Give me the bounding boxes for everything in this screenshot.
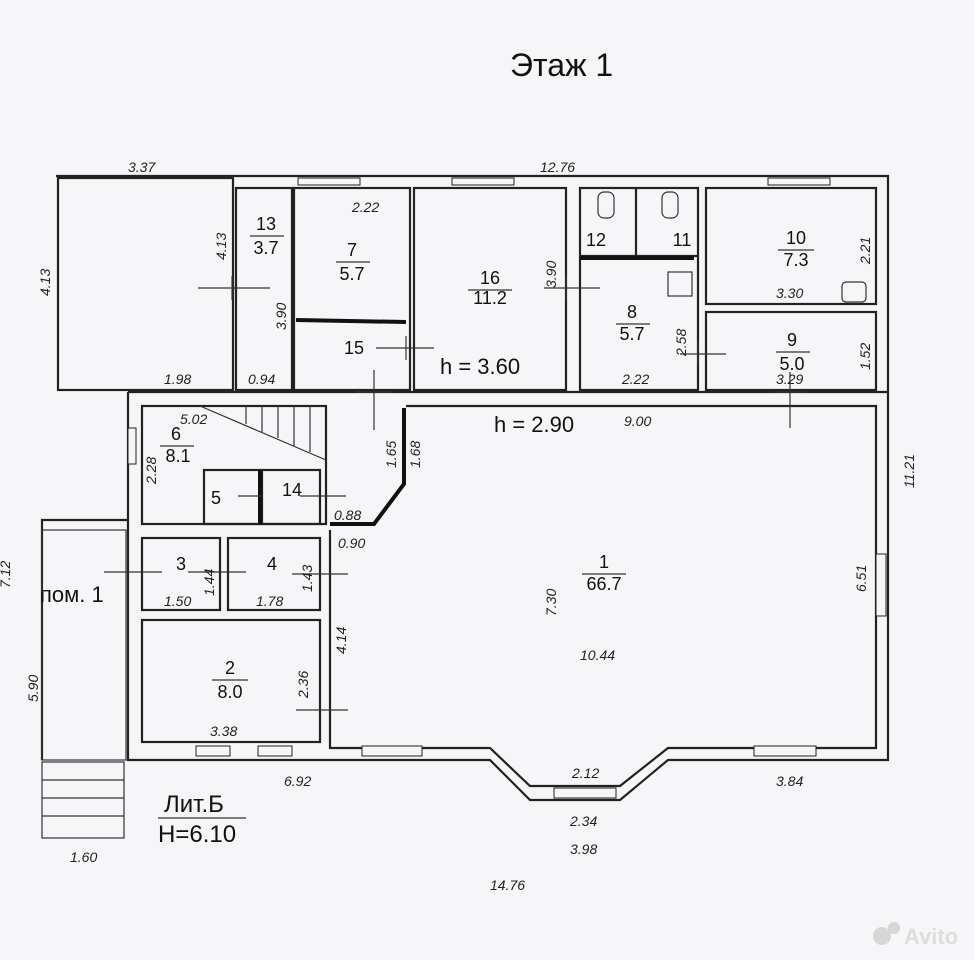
dimension-labels: 3.37 12.76 4.13 4.13 2.22 3.90 3.90 2.21… [0, 159, 917, 893]
room-15-number: 15 [344, 338, 364, 358]
avito-watermark: Avito [873, 922, 958, 949]
dimension-label: 1.60 [70, 849, 97, 865]
room-11-number: 11 [673, 230, 692, 250]
dimension-label: 3.90 [273, 303, 289, 330]
room-4-number: 4 [267, 554, 277, 574]
room-16-number: 16 [480, 268, 500, 288]
dimension-label: 3.38 [210, 723, 237, 739]
dimension-label: 0.94 [248, 371, 275, 387]
dimension-label: 11.21 [901, 454, 917, 488]
dimension-label: 6.92 [284, 773, 311, 789]
outside-stairs [41, 761, 125, 839]
inner-stairs [199, 405, 327, 461]
sink-icon [667, 271, 867, 303]
room-6-area: 8.1 [165, 446, 190, 466]
walls [40, 174, 890, 839]
height-upper: h = 3.60 [440, 354, 520, 379]
room-9-number: 9 [787, 330, 797, 350]
dimension-label: 1.43 [299, 565, 315, 592]
dimension-label: 2.58 [673, 329, 689, 357]
dimension-label: 4.13 [37, 269, 53, 296]
room-1-number: 1 [599, 552, 609, 572]
room-16-area: 11.2 [473, 288, 507, 308]
dimension-label: 7.12 [0, 561, 13, 588]
plan-title: Этаж 1 [510, 47, 613, 83]
dimension-label: 2.28 [143, 457, 159, 485]
dimension-label: 3.30 [776, 285, 803, 301]
room-2-number: 2 [225, 658, 235, 678]
dimension-label: 0.90 [338, 535, 365, 551]
dimension-label: 3.84 [776, 773, 803, 789]
dimension-label: 2.22 [351, 199, 379, 215]
dimension-label: 3.98 [570, 841, 597, 857]
room-13-area: 3.7 [253, 238, 278, 258]
building-lit: Лит.Б [164, 791, 224, 818]
dimension-label: 3.29 [776, 371, 803, 387]
dimension-label: 1.44 [201, 569, 217, 596]
room-2-area: 8.0 [217, 682, 242, 702]
annex-label: пом. 1 [40, 582, 104, 607]
dimension-label: 3.90 [543, 261, 559, 288]
room-7-number: 7 [347, 240, 357, 260]
dimension-label: 4.13 [213, 233, 229, 260]
dimension-label: 10.44 [580, 647, 615, 663]
room-8-area: 5.7 [619, 324, 644, 344]
dimension-label: 2.21 [857, 237, 873, 265]
windows [127, 177, 887, 799]
dimension-label: 2.12 [571, 765, 599, 781]
building-height: H=6.10 [158, 821, 236, 848]
room-14-number: 14 [282, 480, 302, 500]
avito-text: Avito [904, 924, 958, 949]
dimension-label: 12.76 [540, 159, 575, 175]
dimension-label: 1.50 [164, 593, 191, 609]
room-10-area: 7.3 [783, 250, 808, 270]
dimension-label: 2.36 [295, 671, 311, 699]
dimension-label: 1.65 [383, 441, 399, 468]
room-6-number: 6 [171, 424, 181, 444]
room-9-area: 5.0 [779, 354, 804, 374]
room-12-number: 12 [586, 230, 606, 250]
room-7-area: 5.7 [339, 264, 364, 284]
room-1-area: 66.7 [586, 574, 621, 594]
dimension-label: 2.22 [621, 371, 649, 387]
dimension-label: 1.68 [407, 441, 423, 468]
dimension-label: 7.30 [543, 589, 559, 616]
room-3-number: 3 [176, 554, 186, 574]
dimension-label: 1.52 [857, 343, 873, 370]
dimension-label: 1.78 [256, 593, 283, 609]
dimension-label: 6.51 [853, 565, 869, 592]
dimension-label: 1.98 [164, 371, 191, 387]
door-marks [104, 276, 806, 711]
dimension-label: 14.76 [490, 877, 525, 893]
toilet-icon [597, 191, 679, 219]
height-main: h = 2.90 [494, 412, 574, 437]
room-8-number: 8 [627, 302, 637, 322]
dimension-label: 5.90 [25, 675, 41, 702]
dimension-label: 9.00 [624, 413, 651, 429]
dimension-label: 0.88 [334, 507, 361, 523]
dimension-label: 5.02 [180, 411, 207, 427]
dimension-label: 3.37 [128, 159, 156, 175]
room-13-number: 13 [256, 214, 276, 234]
room-5-number: 5 [211, 488, 221, 508]
dimension-label: 2.34 [569, 813, 597, 829]
room-labels: 1 66.7 2 8.0 3 4 5 6 8.1 7 5.7 8 5.7 9 5… [40, 214, 814, 702]
dimension-label: 4.14 [333, 627, 349, 654]
room-10-number: 10 [786, 228, 806, 248]
